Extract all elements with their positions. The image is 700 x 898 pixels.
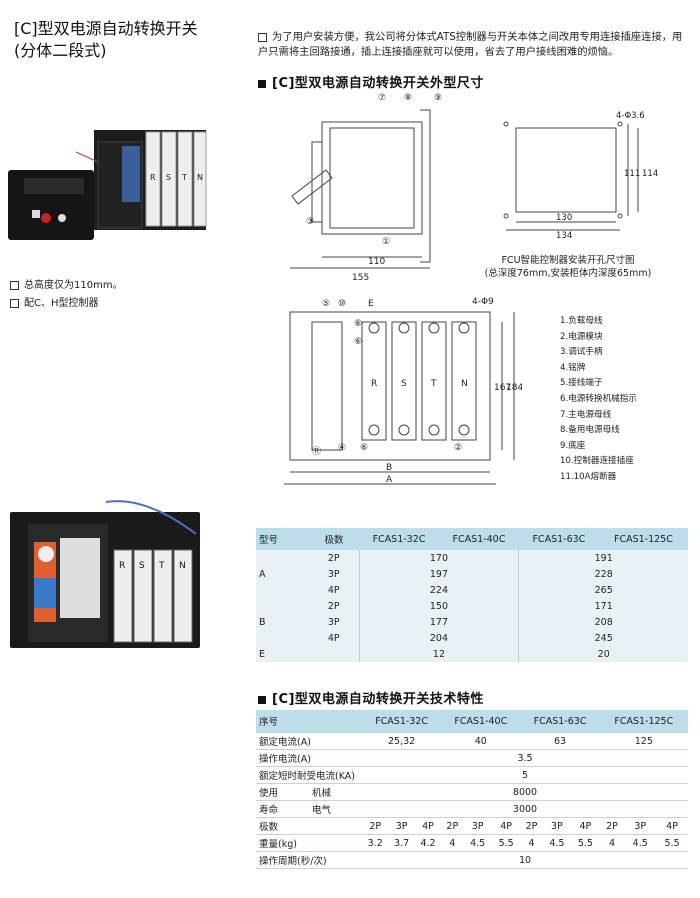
hole-label: 4-Φ9 (472, 297, 494, 307)
e-label: E (368, 299, 374, 309)
legend-item: 6.电源转换机械指示 (560, 393, 637, 404)
legend-item: 7.主电源母线 (560, 409, 612, 420)
fcu-caption: FCU智能控制器安装开孔尺寸图 (总深度76mm,安装柜体内深度65mm) (484, 255, 652, 279)
callout: ⑩ (338, 299, 346, 309)
table-row: 额定短时耐受电流(KA) 5 (256, 766, 688, 784)
side-view-diagram: ⑦ ⑧ ⑨ ③ ① 110 155 (290, 93, 442, 282)
section-heading-dimensions: [C]型双电源自动转换开关外型尺寸 (258, 72, 484, 91)
table-row: 使用 机械 8000 (256, 783, 688, 801)
phase-label: R (371, 379, 377, 389)
bullet-square-icon (258, 79, 266, 88)
phase-label: S (139, 561, 145, 571)
parts-legend: 1.负载母线 2.电源模块 3.调试手柄 4.铭牌 5.接线端子 6.电源转换机… (560, 314, 637, 486)
callout: ④ (338, 443, 346, 453)
legend-item: 4.铭牌 (560, 362, 586, 373)
dimension-label: 184 (506, 383, 522, 393)
legend-item: 5.接线端子 (560, 378, 603, 389)
section-heading-specs: [C]型双电源自动转换开关技术特性 (258, 688, 484, 707)
legend-item: 2.电源模块 (560, 331, 603, 342)
phase-label: T (158, 561, 165, 571)
callout: ③ (306, 217, 314, 227)
legend-item: 1.负载母线 (560, 316, 603, 326)
title-line1: [C]型双电源自动转换开关 (14, 19, 198, 38)
table-row: 操作电流(A) 3.5 (256, 749, 688, 767)
table-row: 操作周期(秒/次) 10 (256, 851, 688, 869)
svg-text:R: R (150, 173, 156, 182)
dimension-label: 111 (624, 169, 640, 179)
fcu-cutout-diagram: 4-Φ3.6 130 134 111 114 (503, 111, 658, 241)
dimension-label: 114 (642, 169, 658, 179)
legend-item: 10.控制器连接插座 (560, 456, 634, 467)
svg-text:N: N (197, 173, 203, 182)
callout: ⑧ (404, 93, 412, 103)
b-label: B (386, 463, 392, 473)
table-header: 序号 FCAS1-32C FCAS1-40C FCAS1-63C FCAS1-1… (256, 710, 688, 733)
phase-label: R (119, 561, 125, 571)
phase-label: T (430, 379, 437, 389)
table-row: 寿命 电气 3000 (256, 800, 688, 818)
checkbox-icon (258, 32, 267, 42)
front-view-diagram: ⑤ ⑩ E 4-Φ9 ⑥ ⑥ R S T N ⑪ ④ ⑥ ② B A 167 1… (284, 297, 522, 485)
callout: ⑥ (360, 443, 368, 453)
phase-label: N (179, 561, 186, 571)
dimension-label: 134 (556, 231, 572, 241)
feature-item: 配C、H型控制器 (10, 294, 99, 309)
svg-text:T: T (181, 173, 187, 182)
page-title: [C]型双电源自动转换开关 (分体二段式) (14, 18, 198, 62)
callout: ⑥ (354, 319, 362, 329)
legend-item: 3.调试手柄 (560, 347, 603, 358)
table-header: 型号 极数 FCAS1-32C FCAS1-40C FCAS1-63C FCAS… (256, 528, 688, 550)
phase-label: S (401, 379, 407, 389)
dimensions-table: 型号 极数 FCAS1-32C FCAS1-40C FCAS1-63C FCAS… (256, 528, 688, 662)
dimension-label: 130 (556, 213, 572, 223)
dimension-label: 167 (494, 383, 511, 393)
dimension-label: 110 (368, 257, 385, 267)
callout: ⑦ (378, 93, 386, 103)
dimension-label: 155 (352, 273, 369, 282)
intro-note: 为了用户安装方便，我公司将分体式ATS控制器与开关本体之间改用专用连接插座连接，… (258, 31, 683, 58)
callout: ⑪ (312, 446, 321, 457)
feature-item: 总高度仅为110mm。 (10, 276, 123, 291)
callout: ⑨ (434, 93, 442, 103)
checkbox-icon (10, 298, 19, 308)
a-label: A (386, 475, 393, 485)
hole-label: 4-Φ3.6 (616, 111, 645, 121)
callout: ① (382, 237, 390, 247)
legend-item: 9.底座 (560, 440, 586, 451)
title-line2: (分体二段式) (14, 41, 107, 60)
bullet-square-icon (258, 695, 266, 704)
callout: ⑥ (354, 337, 362, 347)
legend-item: 8.备用电源母线 (560, 425, 620, 436)
checkbox-icon (10, 280, 19, 290)
table-row: 额定电流(A) 25,32 40 63 125 (256, 732, 688, 750)
product-photo-bottom: R S T N (10, 500, 200, 648)
specs-table: 序号 FCAS1-32C FCAS1-40C FCAS1-63C FCAS1-1… (256, 710, 688, 869)
phase-label: N (461, 379, 468, 389)
callout: ⑤ (322, 299, 330, 309)
callout: ② (454, 443, 462, 453)
legend-item: 11.10A熔断器 (560, 471, 617, 482)
svg-text:S: S (166, 173, 171, 182)
